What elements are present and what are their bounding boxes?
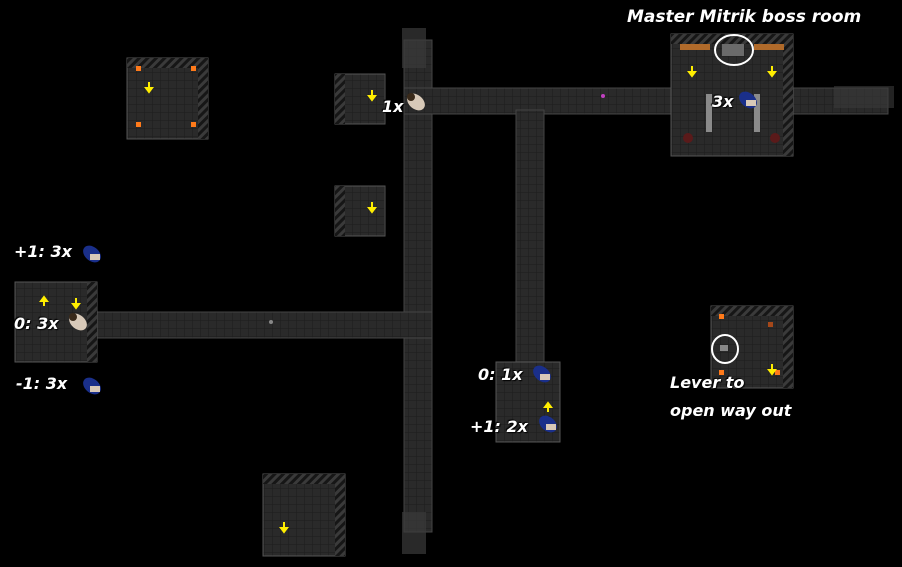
creature-icon [533,365,551,383]
boss-room-label: Master Mitrik boss room [627,7,862,27]
south-plus1-label: +1: 2x [470,417,528,436]
creatures [69,91,757,433]
torch-icon [191,66,196,71]
room-north-small-1 [334,73,386,125]
rubble-east [834,86,894,108]
creature-icon [83,245,101,263]
room-north-small-2 [334,185,386,237]
highlight-circle-icon [711,334,739,364]
rooms [14,33,794,557]
corridor-north-horizontal [403,87,889,115]
stairs-arrow-icon [767,66,777,78]
room-boss [670,33,794,157]
boss-cauldron-left [683,133,693,143]
boss-pillar-right [754,94,760,132]
lever-label-line1: Lever to [670,373,745,392]
item-marker [601,94,605,98]
boss-pillar-left [706,94,712,132]
west-zero-label: 0: 3x [14,314,59,333]
lever-label-line2: open way out [670,401,792,420]
boss-count-label: 3x [712,92,734,111]
torch-icon [719,370,724,375]
rubble-top [402,28,426,68]
corridor-count-label: 1x [382,97,404,116]
torch-icon [768,322,773,327]
creature-icon [407,93,425,111]
corridor-vertical-main [403,39,433,533]
corridors [91,28,894,554]
boss-cauldron-right [770,133,780,143]
stairs-arrows [39,66,777,534]
stairs-arrow-icon [144,82,154,94]
corridor-south-branch [515,109,545,371]
torches [136,66,780,375]
stairs-arrow-icon [367,90,377,102]
boss-throne [722,44,744,56]
torch-icon [719,314,724,319]
west-minus1-label: -1: 3x [16,374,68,393]
creature-icon [83,377,101,395]
corridor-west-horizontal [91,311,433,339]
item-marker [269,320,273,324]
stairs-arrow-icon [687,66,697,78]
stairs-arrow-icon [71,298,81,310]
room-northwest [126,57,209,140]
stairs-arrow-icon [367,202,377,214]
torch-icon [191,122,196,127]
highlight-circle-icon [714,34,754,66]
stairs-arrow-icon [279,522,289,534]
room-south-west [262,473,346,557]
stairs-arrow-icon [767,364,777,376]
creature-icon [539,415,557,433]
torch-icon [775,370,780,375]
torch-icon [136,66,141,71]
stairs-arrow-icon [39,295,49,306]
lever-icon[interactable] [720,345,728,351]
boss-shelf-right [754,44,784,50]
rubble-bottom [402,512,426,554]
torch-icon [136,122,141,127]
creature-icon [69,313,87,331]
south-zero-label: 0: 1x [478,365,523,384]
stairs-arrow-icon [543,401,553,412]
west-plus1-label: +1: 3x [14,242,72,261]
creature-icon [739,91,757,109]
boss-shelf-left [680,44,710,50]
